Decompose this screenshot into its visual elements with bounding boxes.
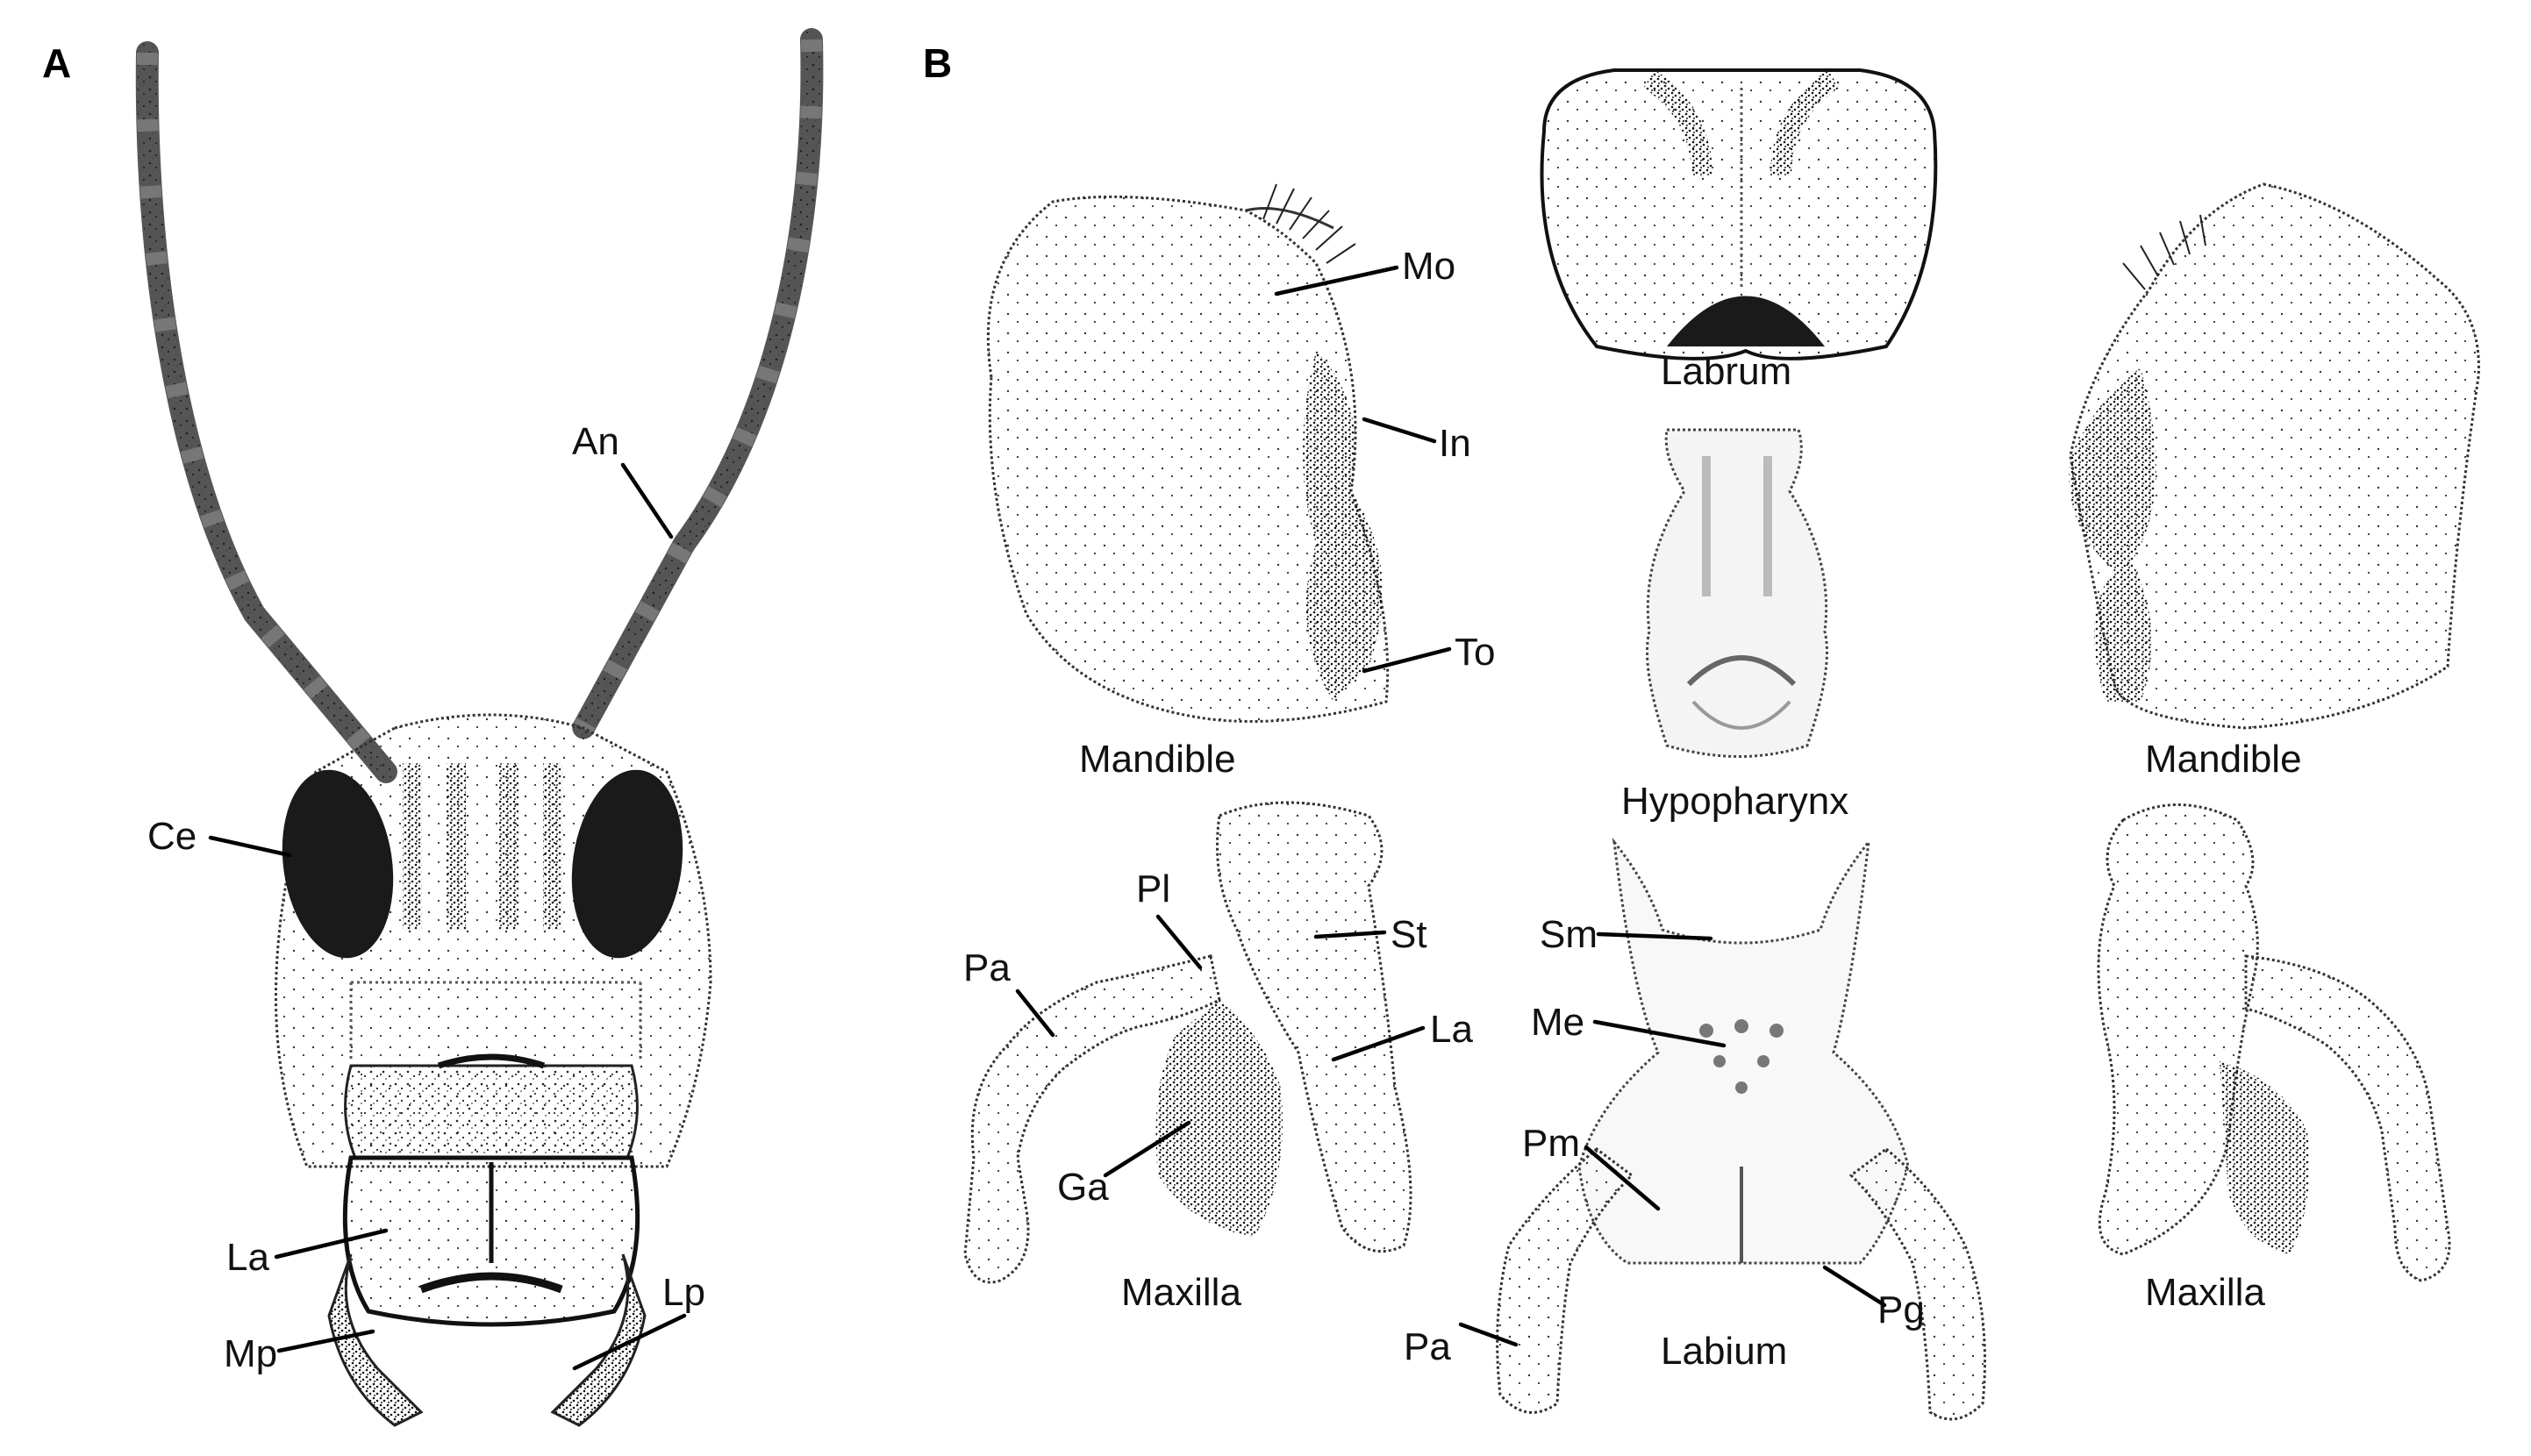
label-pm: Pm — [1522, 1122, 1661, 1211]
svg-text:Ga: Ga — [1057, 1166, 1109, 1209]
labial-palp — [550, 1253, 647, 1427]
svg-text:Ce: Ce — [147, 815, 197, 858]
svg-text:Sm: Sm — [1540, 913, 1598, 956]
label-st: St — [1313, 913, 1427, 956]
maxilla-right-drawing — [2097, 803, 2451, 1282]
labium-drawing — [1496, 837, 1986, 1421]
mandible-left-drawing — [986, 183, 1390, 723]
label-an: An — [572, 420, 674, 539]
panel-label-b: B — [923, 40, 952, 86]
svg-text:La: La — [226, 1236, 269, 1279]
label-sm: Sm — [1540, 913, 1713, 956]
label-pa-maxilla: Pa — [963, 946, 1055, 1038]
label-la-head: La — [226, 1228, 389, 1279]
compound-eye-right — [571, 769, 683, 959]
label-mp: Mp — [224, 1329, 375, 1375]
caption-hypopharynx: Hypopharynx — [1621, 780, 1848, 823]
grasshopper-head — [135, 28, 824, 1427]
svg-text:Pm: Pm — [1522, 1122, 1580, 1165]
label-lp: Lp — [572, 1271, 705, 1371]
caption-labrum: Labrum — [1661, 350, 1791, 393]
svg-text:St: St — [1391, 913, 1427, 956]
label-in: In — [1362, 417, 1471, 465]
mandible-right-drawing — [2069, 182, 2480, 730]
antenna-right — [572, 28, 824, 739]
frontal-ridges — [349, 763, 642, 1061]
antenna-left — [135, 41, 397, 783]
clypeus — [344, 1064, 639, 1160]
caption-mandible-left: Mandible — [1079, 738, 1236, 781]
panel-label-a: A — [42, 40, 71, 86]
svg-text:Mo: Mo — [1402, 245, 1455, 288]
svg-text:Mp: Mp — [224, 1332, 277, 1375]
labrum-drawing — [1540, 68, 1938, 360]
maxilla-left-drawing — [963, 801, 1412, 1284]
svg-text:Lp: Lp — [662, 1271, 705, 1314]
caption-mandible-right: Mandible — [2145, 738, 2302, 781]
svg-text:Pl: Pl — [1136, 867, 1170, 910]
caption-labium: Labium — [1661, 1330, 1787, 1373]
svg-text:Pg: Pg — [1877, 1288, 1925, 1331]
svg-text:Pa: Pa — [963, 946, 1011, 989]
svg-text:Me: Me — [1531, 1001, 1584, 1044]
label-to: To — [1362, 631, 1495, 674]
label-ce: Ce — [147, 815, 292, 858]
svg-text:Pa: Pa — [1404, 1325, 1451, 1368]
maxillary-palp — [327, 1253, 424, 1427]
label-pa-labium: Pa — [1404, 1322, 1519, 1368]
svg-text:To: To — [1455, 631, 1495, 674]
label-pl: Pl — [1136, 867, 1203, 970]
label-me: Me — [1531, 1001, 1727, 1048]
label-mo: Mo — [1274, 245, 1455, 296]
hypopharynx-drawing — [1646, 428, 1828, 758]
label-la-maxilla: La — [1331, 1008, 1473, 1062]
caption-maxilla-right: Maxilla — [2145, 1271, 2265, 1314]
svg-text:La: La — [1430, 1008, 1473, 1051]
label-pg: Pg — [1822, 1265, 1925, 1331]
label-ga: Ga — [1057, 1120, 1191, 1209]
compound-eye-left — [282, 769, 394, 959]
caption-maxilla-left: Maxilla — [1121, 1271, 1241, 1314]
svg-text:In: In — [1439, 422, 1471, 465]
svg-text:An: An — [572, 420, 619, 463]
